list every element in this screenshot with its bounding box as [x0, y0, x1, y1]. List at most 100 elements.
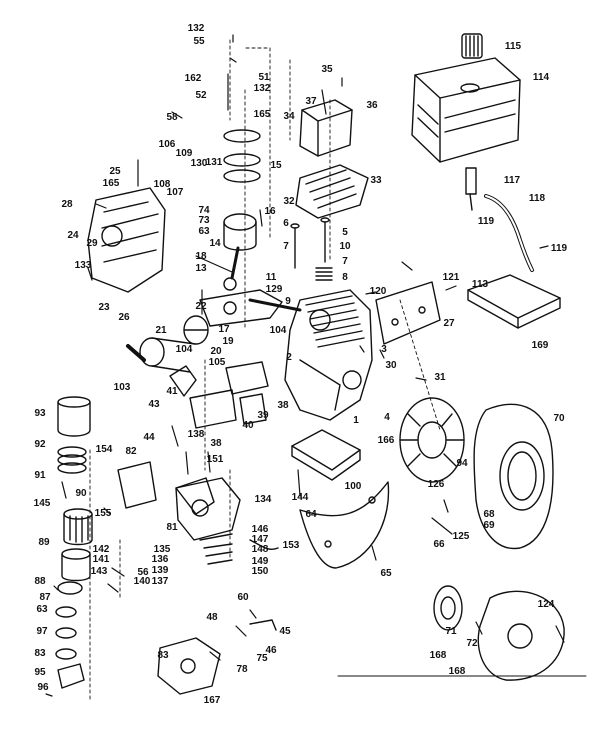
- part-number-label: 71: [445, 626, 457, 637]
- part-number-label: 35: [321, 64, 333, 75]
- part-number-label: 133: [74, 260, 92, 271]
- part-number-label: 114: [532, 72, 550, 83]
- part-number-label: 134: [254, 494, 272, 505]
- part-number-label: 6: [283, 218, 289, 229]
- blower-housing: [473, 403, 554, 550]
- part-number-label: 3: [381, 344, 387, 355]
- part-number-label: 140: [133, 576, 151, 587]
- part-number-label: 139: [151, 565, 169, 576]
- part-number-label: 1: [353, 415, 359, 426]
- part-number-label: 100: [344, 481, 362, 492]
- part-number-label: 37: [305, 96, 317, 107]
- part-number-label: 45: [279, 626, 291, 637]
- part-number-label: 106: [158, 139, 176, 150]
- part-number-label: 24: [67, 230, 79, 241]
- part-number-label: 2: [286, 352, 292, 363]
- part-number-label: 130: [190, 158, 208, 169]
- part-number-label: 7: [283, 241, 289, 252]
- part-number-label: 20: [210, 346, 222, 357]
- part-number-label: 132: [253, 83, 271, 94]
- crankcase-cover: [87, 187, 166, 293]
- part-number-label: 73: [198, 215, 210, 226]
- part-number-label: 68: [483, 509, 495, 520]
- crankshaft: [199, 289, 302, 327]
- part-number-label: 126: [427, 479, 445, 490]
- part-number-label: 104: [269, 325, 287, 336]
- part-number-label: 28: [61, 199, 73, 210]
- part-number-label: 142: [92, 544, 110, 555]
- air-filter-element: [63, 508, 93, 546]
- part-number-label: 56: [137, 567, 149, 578]
- part-number-label: 150: [251, 566, 269, 577]
- part-number-label: 66: [433, 539, 445, 550]
- part-number-label: 89: [38, 537, 50, 548]
- part-number-label: 69: [483, 520, 495, 531]
- fuel-tank: [411, 57, 521, 163]
- part-number-label: 119: [477, 216, 495, 227]
- part-number-label: 169: [531, 340, 549, 351]
- part-number-label: 87: [39, 592, 51, 603]
- engine-block: [284, 289, 373, 421]
- part-number-label: 155: [94, 508, 112, 519]
- part-number-label: 135: [153, 544, 171, 555]
- governor-housing: [157, 637, 221, 695]
- part-number-label: 31: [434, 372, 446, 383]
- breather-block: [299, 99, 353, 157]
- fuel-line: [465, 167, 534, 272]
- carb-plates: [189, 361, 269, 429]
- part-number-label: 118: [528, 193, 546, 204]
- part-number-label: 117: [503, 175, 521, 186]
- part-number-label: 19: [222, 336, 234, 347]
- part-number-label: 13: [195, 263, 207, 274]
- part-number-label: 48: [206, 612, 218, 623]
- part-number-label: 36: [366, 100, 378, 111]
- part-number-label: 63: [198, 226, 210, 237]
- part-number-label: 46: [265, 645, 277, 656]
- part-number-label: 83: [34, 648, 46, 659]
- part-number-label: 23: [98, 302, 110, 313]
- air-cleaner-cover: [57, 396, 91, 437]
- part-number-label: 115: [504, 41, 522, 52]
- part-number-label: 138: [187, 429, 205, 440]
- part-number-label: 14: [209, 238, 221, 249]
- piston-rings: [223, 129, 261, 183]
- hardware-group: [175, 477, 279, 631]
- part-number-label: 165: [253, 109, 271, 120]
- part-number-label: 146: [251, 524, 269, 535]
- starter-housing: [477, 590, 565, 681]
- part-number-label: 30: [385, 360, 397, 371]
- part-number-label: 25: [109, 166, 121, 177]
- part-number-label: 113: [471, 279, 489, 290]
- part-number-label: 17: [218, 324, 230, 335]
- part-number-label: 82: [125, 446, 137, 457]
- part-number-label: 10: [339, 241, 351, 252]
- cylinder-shroud: [375, 281, 441, 345]
- part-number-label: 88: [34, 576, 46, 587]
- part-number-label: 55: [193, 36, 205, 47]
- part-number-label: 63: [36, 604, 48, 615]
- part-number-label: 154: [95, 444, 113, 455]
- part-number-label: 168: [448, 666, 466, 677]
- part-number-label: 26: [118, 312, 130, 323]
- part-number-label: 81: [166, 522, 178, 533]
- fasteners: [45, 34, 565, 697]
- part-number-label: 168: [429, 650, 447, 661]
- part-number-label: 137: [151, 576, 169, 587]
- muffler: [126, 337, 196, 373]
- part-number-label: 38: [210, 438, 222, 449]
- part-number-label: 41: [166, 386, 178, 397]
- part-number-label: 132: [187, 23, 205, 34]
- gaskets-stack: [55, 606, 85, 689]
- part-number-label: 64: [305, 509, 317, 520]
- part-number-label: 11: [265, 272, 277, 283]
- part-number-label: 5: [342, 227, 348, 238]
- connecting-rod: [223, 246, 240, 291]
- part-number-label: 95: [34, 667, 46, 678]
- part-number-label: 131: [205, 157, 223, 168]
- part-number-label: 18: [195, 251, 207, 262]
- part-number-label: 91: [34, 470, 46, 481]
- part-number-label: 83: [157, 650, 169, 661]
- part-number-label: 96: [37, 682, 49, 693]
- part-number-label: 119: [550, 243, 568, 254]
